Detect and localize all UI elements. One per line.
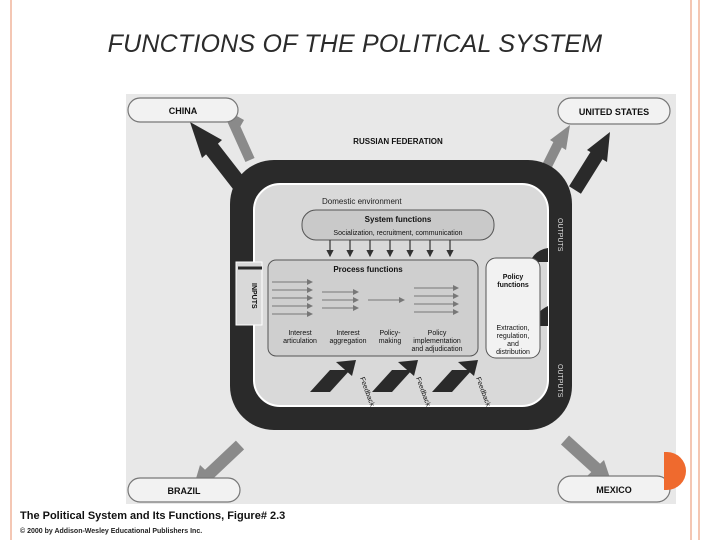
mexico-label: MEXICO — [596, 485, 632, 495]
feedback-arrow-3 — [432, 360, 478, 392]
svg-text:Interest: Interest — [336, 330, 359, 337]
svg-text:regulation,: regulation, — [497, 333, 530, 340]
process-flow-arrows — [272, 279, 459, 317]
inputs-arrow — [235, 261, 263, 326]
brazil-box — [127, 477, 241, 503]
feedback-arrow-1 — [310, 360, 356, 392]
left-rule — [10, 0, 12, 540]
svg-text:and adjudication: and adjudication — [412, 346, 463, 353]
slide-title: FUNCTIONS OF THE POLITICAL SYSTEM — [107, 30, 603, 58]
process-functions-box — [267, 259, 479, 357]
united-states-label: UNITED STATES — [579, 107, 649, 117]
system-functions-items: Socialization, recruitment, communicatio… — [333, 230, 462, 237]
svg-text:aggregation: aggregation — [330, 338, 367, 345]
policy-functions-title: Policy functions — [497, 274, 529, 289]
system-down-arrows — [326, 240, 454, 258]
system-functions-title: System functions — [365, 215, 432, 224]
system-functions-box — [301, 209, 495, 241]
slide-accent-tab — [664, 452, 686, 490]
svg-text:Interest: Interest — [288, 330, 311, 337]
process-label-interest-articulation: Interest articulation — [283, 330, 317, 345]
svg-text:Extraction,: Extraction, — [496, 325, 529, 332]
figure-caption: The Political System and Its Functions, … — [20, 510, 286, 522]
svg-text:Policy: Policy — [428, 330, 447, 337]
process-label-policy-implementation: Policy implementation and adjudication — [412, 330, 463, 353]
svg-text:articulation: articulation — [283, 338, 317, 345]
united-states-box — [557, 97, 671, 125]
policy-functions-items: Extraction, regulation, and distribution — [496, 325, 530, 356]
svg-text:functions: functions — [497, 282, 529, 289]
figure-copyright: © 2000 by Addison-Wesley Educational Pub… — [20, 528, 203, 535]
svg-text:and: and — [507, 341, 519, 348]
china-box — [127, 97, 239, 123]
outputs-label-upper: OUTPUTS — [556, 218, 563, 252]
outputs-label-lower: OUTPUTS — [556, 364, 563, 398]
process-functions-title: Process functions — [333, 265, 403, 274]
china-label: CHINA — [169, 106, 198, 116]
svg-text:distribution: distribution — [496, 349, 530, 356]
svg-text:implementation: implementation — [413, 338, 461, 345]
inputs-label: INPUTS — [250, 283, 257, 309]
process-label-interest-aggregation: Interest aggregation — [330, 330, 367, 345]
brazil-label: BRAZIL — [168, 486, 201, 496]
domestic-environment-label: Domestic environment — [322, 197, 402, 206]
process-label-policy-making: Policy- making — [379, 330, 402, 345]
svg-text:making: making — [379, 338, 402, 345]
svg-text:Policy-: Policy- — [379, 330, 401, 337]
svg-text:Policy: Policy — [503, 274, 524, 281]
russian-federation-label: RUSSIAN FEDERATION — [353, 137, 443, 146]
right-decor-band — [690, 0, 720, 540]
feedback-arrow-2 — [372, 360, 418, 392]
policy-functions-box — [485, 257, 541, 359]
